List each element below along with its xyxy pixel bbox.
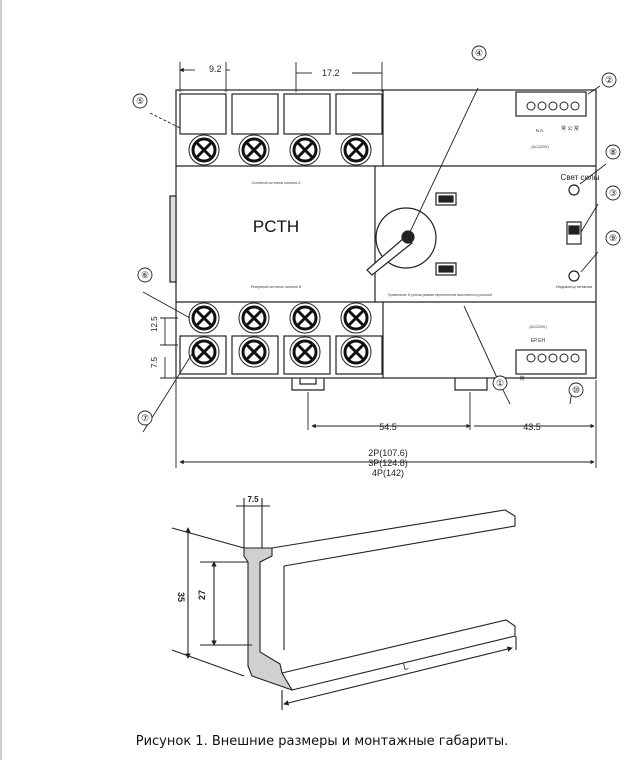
terminal-screw — [340, 302, 372, 334]
callout-6: ⑥ — [141, 270, 149, 280]
page-edge-line — [0, 0, 2, 760]
terminal-screws — [188, 134, 372, 368]
figure-caption: Рисунок 1. Внешние размеры и монтажные г… — [135, 734, 509, 749]
dim-height-12-5: 12.5 — [150, 316, 159, 332]
callout-10: ⑩ — [572, 385, 580, 395]
dim-width-54-5: 54.5 — [379, 422, 397, 432]
callout-8: ⑧ — [609, 147, 617, 157]
callout-2: ② — [605, 75, 613, 85]
dim-pitch-large: 17.2 — [322, 68, 340, 78]
terminal-screw — [340, 134, 372, 166]
callout-7: ⑦ — [141, 413, 149, 423]
terminal-screw — [340, 336, 372, 368]
power-light-label: Свет силы — [561, 173, 600, 182]
terminal-screw — [238, 302, 270, 334]
terminal-strip-bottom — [526, 353, 580, 363]
terminal-strip-top — [526, 101, 580, 111]
din-rail — [171, 498, 517, 710]
rail-dim-35: 35 — [176, 592, 186, 602]
terminal-screw — [289, 134, 321, 166]
dim-width-43-5: 43.5 — [523, 422, 541, 432]
device-body — [169, 89, 597, 391]
terminal-screw — [238, 134, 270, 166]
callout-markers: ① ② ③ ④ ⑤ ⑥ ⑦ ⑧ ⑨ ⑩ — [132, 45, 621, 426]
terminal-screw — [188, 302, 220, 334]
dim-overall-2p: 2P(107.6) — [368, 448, 408, 458]
switch-handle — [366, 207, 437, 276]
rail-dim-L: L — [402, 661, 409, 672]
term-bottom-label-1: EP.EH — [531, 338, 546, 344]
callout-4: ④ — [475, 48, 483, 58]
term-bottom-label-0: (AC220V) — [529, 324, 547, 329]
device-bottom-note: Резервный источник питания B — [251, 285, 302, 289]
terminal-screw — [289, 336, 321, 368]
term-bottom-label-2: 常 — [519, 375, 524, 382]
terminal-screw — [289, 302, 321, 334]
dim-pitch-small: 9.2 — [209, 64, 222, 74]
rail-dim-27: 27 — [197, 590, 207, 600]
device-manual-note: Примечание: В ручном режиме переключение… — [388, 293, 492, 297]
terminal-screw — [188, 336, 220, 368]
term-top-label-1: (AC220V) — [531, 144, 549, 149]
indicator-label: Индикатор питания — [556, 284, 592, 289]
terminal-screw — [238, 336, 270, 368]
term-top-label-2: 常 公 常 — [561, 125, 579, 132]
dim-overall-3p: 3P(124.8) — [368, 458, 408, 468]
callout-5: ⑤ — [136, 96, 144, 106]
device-top-note: Основной источник питания A — [252, 181, 301, 185]
callout-1: ① — [496, 378, 504, 388]
dim-overall-4p: 4P(142) — [372, 468, 404, 478]
device-model: PCTH — [253, 217, 299, 236]
callout-3: ③ — [609, 188, 617, 198]
dim-height-7-5: 7.5 — [150, 356, 159, 368]
terminal-screw — [188, 134, 220, 166]
term-top-label-0: N.A. — [536, 128, 545, 133]
callout-9: ⑨ — [609, 233, 617, 243]
rail-dim-7-5: 7.5 — [247, 495, 259, 504]
